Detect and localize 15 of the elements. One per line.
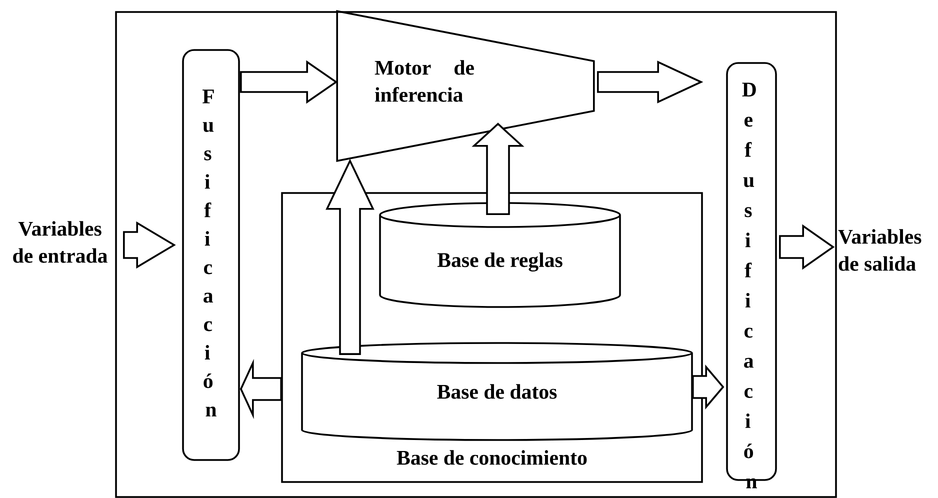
process-box: Fusificación [182, 49, 240, 461]
block-arrow [692, 364, 724, 410]
block-arrow [472, 122, 524, 215]
frame-box [115, 11, 837, 498]
database-cylinder: Base de reglas [379, 202, 621, 308]
block-arrow [597, 60, 704, 104]
block-arrow [240, 358, 282, 420]
variable-label: Variables de entrada [13, 221, 108, 263]
engine-trapezoid: Motor de inferencia [336, 10, 595, 162]
block-arrow [123, 221, 176, 269]
block-arrow [240, 60, 338, 104]
block-arrow [779, 224, 835, 270]
block-arrow [326, 158, 374, 355]
variable-label: Variables de salida [838, 229, 922, 271]
database-cylinder: Base de datos [301, 342, 693, 441]
